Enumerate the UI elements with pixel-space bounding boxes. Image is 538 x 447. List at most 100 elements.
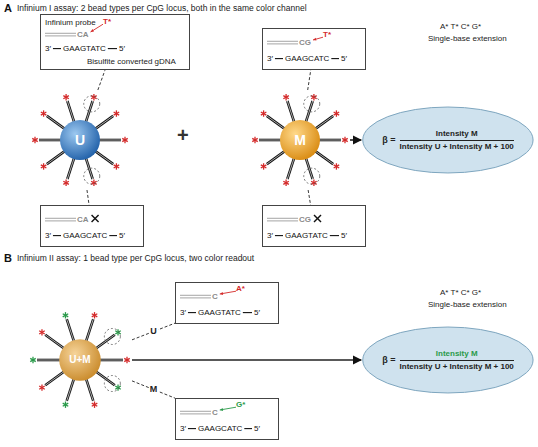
probe-inset-box: Infinium probeCAT*3′GAAGTATC5′Bisulfite … (40, 14, 190, 70)
caption-text: A* T* C* G* (440, 288, 481, 297)
m-bead: M (250, 90, 350, 190)
probe-strand (180, 295, 211, 296)
dna-strand (188, 428, 196, 429)
label-star (283, 181, 289, 184)
oligo-spoke (267, 116, 286, 130)
label-star (32, 138, 38, 141)
label-star (114, 112, 120, 115)
label-star (122, 138, 128, 141)
label-star (63, 403, 69, 406)
oligo-spoke (47, 116, 66, 130)
label-star (261, 112, 267, 115)
highlight-circle (84, 168, 100, 184)
oligo-spoke (318, 140, 341, 141)
extension-arrow (220, 407, 236, 410)
caption-text: Infinium I assay: 2 bead types per CpG l… (17, 4, 307, 14)
oligo-spoke (315, 151, 334, 165)
sequence-text: 5′ (341, 231, 347, 240)
oligo-spoke (98, 139, 121, 142)
plus-sign: + (177, 124, 189, 147)
sequence-text: 5′ (254, 424, 260, 433)
highlight-circle (304, 168, 320, 184)
dna-strand (275, 235, 283, 236)
label-star (92, 403, 98, 406)
extension-arrow (313, 37, 323, 40)
dna-strand (188, 312, 196, 313)
oligo-spoke (95, 335, 115, 349)
probe-inset-box: CG3′GAAGTATC5′ (262, 205, 366, 247)
beta-formula-ellipse: β =Intensity MIntensity U + Intensity M … (361, 326, 535, 394)
dna-strand (108, 48, 117, 49)
sequence-text: GAAGCATC (198, 424, 242, 433)
numerator: Intensity M (436, 129, 478, 139)
denominator: Intensity U + Intensity M + 100 (400, 362, 514, 372)
sequence-text: 3′ (180, 308, 186, 317)
label-star (114, 112, 120, 115)
fraction: Intensity MIntensity U + Intensity M + 1… (400, 349, 514, 371)
oligo-spoke (45, 371, 65, 385)
probe-strand (180, 411, 211, 412)
formula: β =Intensity MIntensity U + Intensity M … (382, 349, 514, 371)
sequence-text: 3′ (267, 54, 273, 63)
no-extension-mark (92, 215, 99, 222)
oligo-spoke (86, 378, 94, 401)
label-star (63, 181, 69, 184)
dna-strand (243, 312, 252, 313)
oligo-spoke (37, 360, 61, 361)
panel-letter: B (4, 252, 12, 265)
label-star (342, 138, 348, 141)
label-star (39, 331, 45, 334)
caption-text: Single-base extension (428, 300, 507, 309)
label-star (39, 386, 45, 389)
oligo-spoke (259, 140, 282, 141)
label-star (63, 181, 69, 184)
oligo-spoke (287, 157, 294, 179)
sequence-text: 3′ (180, 424, 186, 433)
oligo-spoke (39, 140, 62, 141)
oligo-spoke (98, 140, 121, 141)
probe-end-bases: C (212, 292, 218, 301)
probe-strand (267, 41, 298, 42)
probe-inset-box: CG*3′GAAGCATC5′ (175, 398, 279, 440)
probe-strand (45, 35, 76, 36)
no-extension-mark (314, 215, 321, 222)
oligo-spoke (95, 371, 115, 385)
dna-strand (275, 58, 283, 59)
oligo-spoke (267, 116, 286, 130)
oligo-spoke (318, 139, 341, 142)
oligo-spoke (86, 319, 94, 342)
label-star (334, 165, 340, 168)
leader-line (132, 323, 175, 340)
oligo-spoke (99, 360, 123, 361)
probe-inset-box: CGT*3′GAAGCATC5′ (262, 28, 366, 70)
panel-letter: A (4, 2, 12, 15)
highlight-circle (104, 328, 120, 344)
dna-strand (244, 428, 252, 429)
extension-base: A* (236, 284, 245, 293)
sequence-text: GAAGTATC (198, 308, 241, 317)
edge-label: M (149, 384, 159, 394)
no-extension-mark (314, 215, 321, 222)
label-star (283, 96, 289, 99)
oligo-spoke (47, 151, 66, 165)
dna-strand (331, 58, 339, 59)
probe-strand (45, 218, 76, 219)
label-star (41, 112, 47, 115)
oligo-spoke (267, 151, 286, 165)
beta-formula-ellipse: β =Intensity MIntensity U + Intensity M … (361, 106, 535, 174)
sequence-text: 3′ (267, 231, 273, 240)
oligo-spoke (47, 116, 66, 130)
sequence-text: 5′ (119, 231, 125, 240)
formula-lhs: β = (382, 135, 395, 146)
sequence-text: 5′ (341, 54, 347, 63)
sequence-text: 5′ (254, 308, 260, 317)
sequence-text: 3′ (45, 231, 51, 240)
bead-label: M (294, 132, 306, 148)
label-star (334, 112, 340, 115)
probe-inset-box: C A* 3′ GAAGTATC 5′ (175, 282, 279, 324)
oligo-spoke (95, 335, 115, 349)
oligo-spoke (95, 151, 114, 165)
probe-end-bases: CA (77, 215, 89, 224)
um-bead: U+M (28, 308, 132, 412)
label-star (114, 165, 120, 168)
